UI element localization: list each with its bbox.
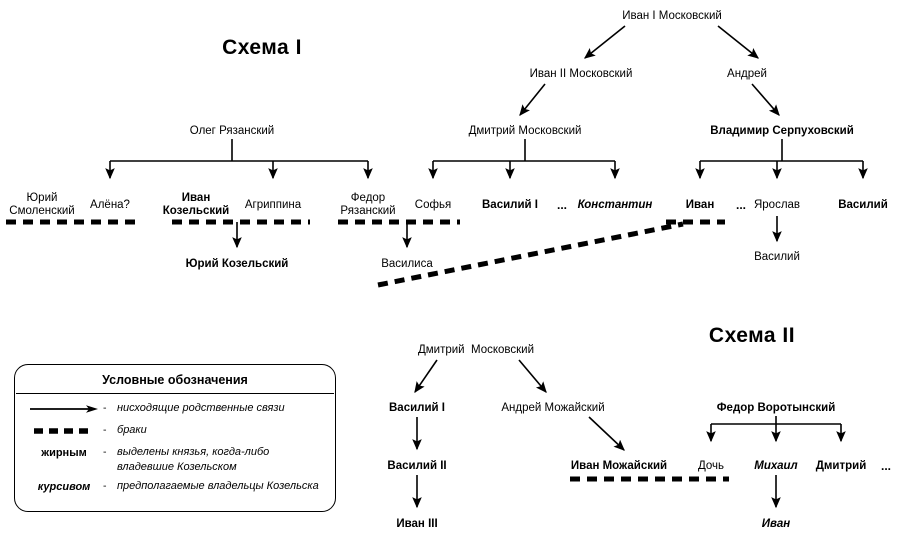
- legend-dash-1: -: [103, 424, 107, 436]
- person-node-fedor-ryaz: Федор Рязанский: [340, 192, 396, 217]
- legend-row-italic: курсивом - предполагаемые владельцы Козе…: [15, 479, 335, 494]
- person-node-andrey-mozh: Андрей Можайский: [501, 402, 605, 414]
- person-node-mihail: Михаил: [754, 460, 798, 472]
- person-node-ivan-serp: Иван: [685, 199, 715, 211]
- dashed-sample-icon: [25, 423, 103, 438]
- legend-text-marriage: браки: [117, 424, 147, 436]
- person-node-dmitriy-m2: Дмитрий Московский: [417, 344, 535, 356]
- legend-text-italic: предполагаемые владельцы Козельска: [117, 480, 319, 492]
- bracket-vladimir-serpuhovskiy: [695, 139, 868, 180]
- person-node-vasiliy1: Василий I: [481, 199, 539, 211]
- legend-title: Условные обозначения: [16, 365, 334, 394]
- person-node-vasiliy1-2: Василий I: [388, 402, 446, 414]
- person-node-vasiliy-serp: Василий: [838, 199, 888, 211]
- bold-word-sample: жирным: [41, 446, 87, 459]
- descent-arrows-scheme1-lower: [232, 216, 782, 249]
- legend-box: Условные обозначения - нисходящие родств…: [14, 364, 336, 512]
- marriage-vasilisa-ivan: [377, 221, 684, 288]
- person-node-vasilisa: Василиса: [381, 258, 433, 270]
- legend-dash-2: -: [103, 446, 107, 458]
- person-node-konstantin: Константин: [577, 199, 653, 211]
- person-node-vasiliy-yar: Василий: [754, 251, 800, 263]
- person-node-yuriy-smol: Юрий Смоленский: [9, 192, 75, 217]
- person-node-yaroslav: Ярослав: [753, 199, 801, 211]
- legend-dash-0: -: [103, 402, 107, 414]
- person-node-ivan1: Иван I Московский: [622, 10, 722, 22]
- person-node-ivan-koz: Иван Козельский: [162, 192, 230, 217]
- arrow-sample-icon: [25, 401, 103, 416]
- person-node-yuriy-koz: Юрий Козельский: [185, 258, 289, 270]
- person-node-dmitriy-m: Дмитрий Московский: [468, 125, 582, 137]
- bracket-oleg-ryazanskiy: [105, 139, 373, 180]
- person-node-ivan2: Иван II Московский: [529, 68, 633, 80]
- scheme-one-title: Схема I: [222, 36, 302, 59]
- legend-dash-3: -: [103, 480, 107, 492]
- marriage-lines-scheme1: [6, 219, 725, 288]
- person-node-dots-1: ...: [556, 198, 568, 212]
- person-node-fedor-vor: Федор Воротынский: [716, 402, 836, 414]
- italic-word-sample: курсивом: [37, 480, 91, 493]
- person-node-oleg: Олег Рязанский: [189, 125, 275, 137]
- person-node-doch: Дочь: [697, 460, 725, 472]
- legend-row-marriage: - браки: [15, 423, 335, 438]
- bracket-dmitriy-moskovskiy: [428, 139, 620, 180]
- person-node-sofya: Софья: [414, 199, 452, 211]
- person-node-dots-3: ...: [880, 459, 892, 473]
- legend-row-bold: жирным - выделены князья, когда-либо вла…: [15, 445, 335, 475]
- person-node-alyona: Алёна?: [90, 199, 130, 211]
- legend-text-descent: нисходящие родственные связи: [117, 402, 285, 414]
- person-node-ivan-mozh: Иван Можайский: [570, 460, 668, 472]
- legend-text-bold: выделены князья, когда-либо владевшие Ко…: [117, 446, 270, 473]
- person-node-vladimir-s: Владимир Серпуховский: [710, 125, 854, 137]
- person-node-agrippina: Агриппина: [244, 199, 302, 211]
- legend-row-descent: - нисходящие родственные связи: [15, 401, 335, 416]
- person-node-andrey: Андрей: [727, 68, 767, 80]
- person-node-ivan3: Иван III: [396, 518, 438, 530]
- bracket-fedor-vorotynskiy: [706, 416, 846, 443]
- person-node-ivan-mih: Иван: [761, 518, 791, 530]
- person-node-dmitriy-vor: Дмитрий: [815, 460, 867, 472]
- descent-arrows-scheme2: [412, 359, 781, 509]
- scheme-two-title: Схема II: [708, 324, 796, 347]
- person-node-dots-2: ...: [735, 198, 747, 212]
- person-node-vasiliy2-2: Василий II: [387, 460, 447, 472]
